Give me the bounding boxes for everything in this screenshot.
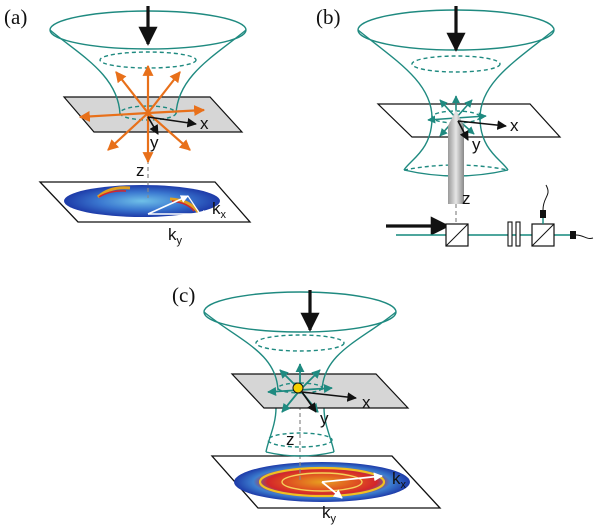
z-label-c: z bbox=[286, 430, 295, 449]
panel-c: (c) kx ky z bbox=[172, 283, 442, 525]
nanoparticle-icon bbox=[292, 382, 304, 394]
ky-label-a: ky bbox=[168, 225, 183, 247]
ky-axis-arrow-a bbox=[147, 195, 189, 215]
kx-label-a: kx bbox=[212, 199, 227, 221]
y-axis-arrow-b bbox=[457, 120, 469, 141]
panel-b: (b) z x bbox=[316, 5, 594, 247]
y-label-a: y bbox=[150, 133, 159, 152]
sample-plane-b bbox=[376, 103, 562, 138]
panel-a: (a) kx ky z bbox=[4, 5, 252, 247]
waveplate-icon bbox=[507, 221, 521, 247]
x-axis-arrow-c bbox=[301, 391, 357, 402]
ky-label-c: ky bbox=[322, 503, 337, 525]
panel-label-b: (b) bbox=[316, 5, 341, 29]
beam-hyperboloid-c-lower bbox=[265, 407, 335, 457]
y-label-c: y bbox=[320, 409, 329, 428]
photoelectron-arrows-a bbox=[78, 64, 206, 164]
sample-plane-c bbox=[230, 373, 410, 409]
ky-axis-arrow-c bbox=[321, 481, 343, 499]
detector-plane-c: kx ky bbox=[210, 455, 442, 525]
kx-label-c: kx bbox=[392, 469, 407, 491]
probe-tip bbox=[448, 126, 464, 204]
y-axis-arrow-c bbox=[301, 391, 317, 413]
beamsplitter-icon bbox=[445, 223, 469, 247]
x-axis-arrow-b bbox=[457, 120, 507, 130]
x-label-c: x bbox=[362, 393, 371, 412]
kx-axis-arrow-c bbox=[321, 472, 383, 483]
x-label-b: x bbox=[510, 116, 519, 135]
detector-plane-a: kx ky bbox=[38, 181, 252, 247]
z-label-a: z bbox=[136, 161, 145, 180]
detector-icon bbox=[540, 184, 594, 239]
optics-setup-b bbox=[386, 184, 594, 247]
y-label-b: y bbox=[472, 135, 481, 154]
z-label-b: z bbox=[462, 189, 471, 208]
x-label-a: x bbox=[200, 114, 209, 133]
beamsplitter-icon-2 bbox=[531, 223, 555, 247]
x-axis-arrow-a bbox=[147, 116, 197, 128]
panel-label-c: (c) bbox=[172, 283, 195, 307]
y-axis-arrow-a bbox=[147, 116, 159, 135]
panel-label-a: (a) bbox=[4, 5, 27, 29]
